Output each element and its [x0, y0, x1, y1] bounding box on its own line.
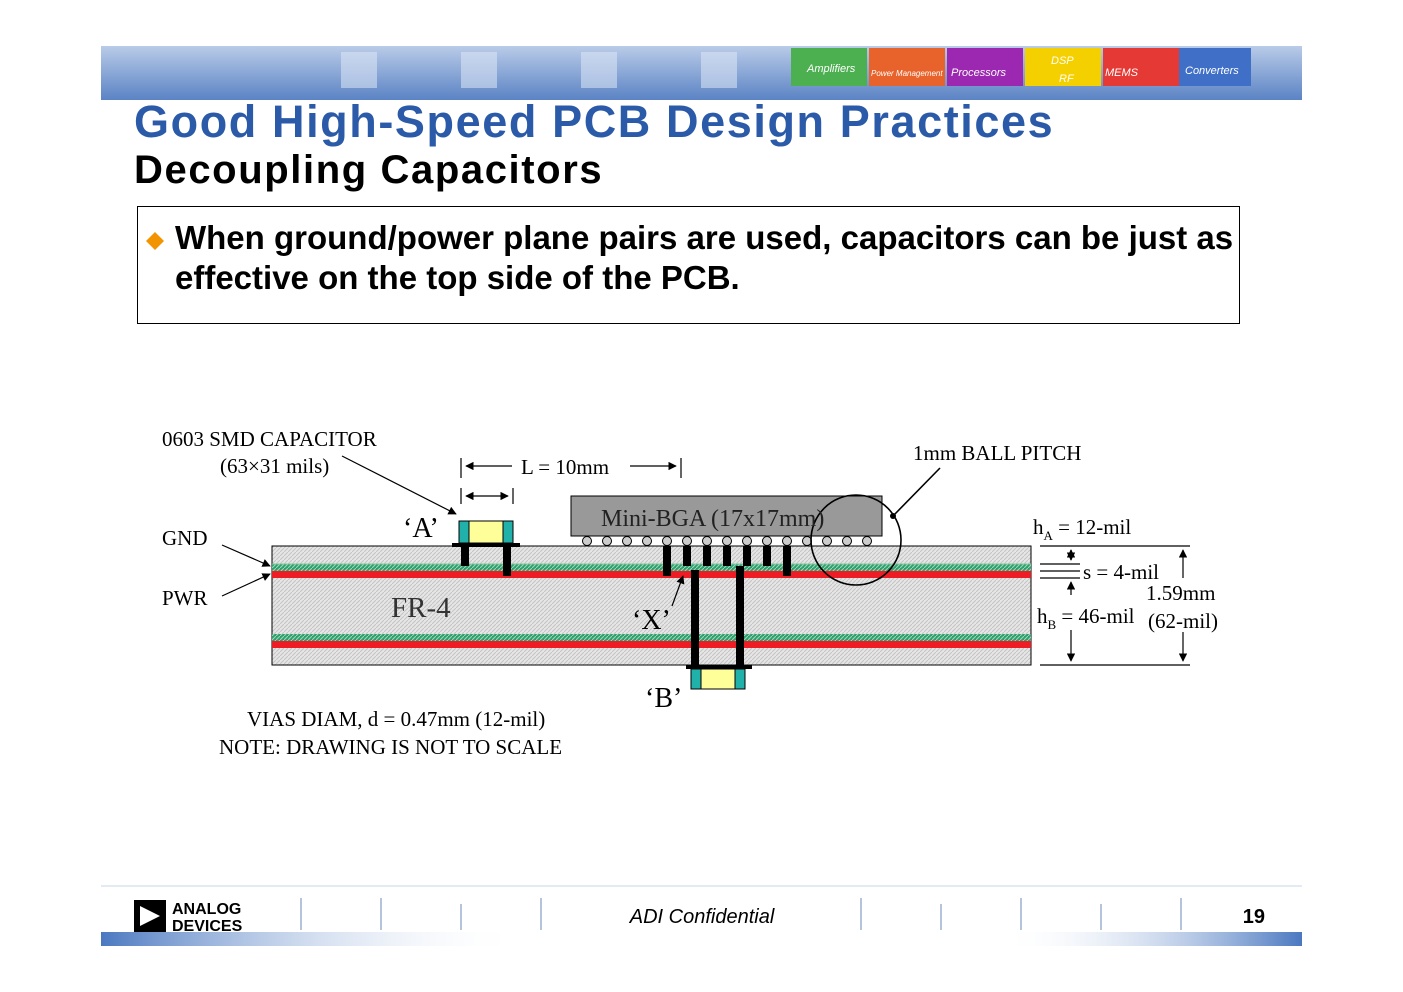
slide-subtitle: Decoupling Capacitors	[134, 148, 604, 192]
banner-label-dsp: DSP	[1051, 55, 1074, 67]
capacitor-b	[686, 665, 752, 690]
header-banner: Amplifiers Power Management Processors D…	[101, 46, 1302, 100]
confidential-label: ADI Confidential	[629, 906, 775, 928]
pwr-plane-top	[272, 571, 1031, 578]
bullet-box	[137, 206, 1240, 324]
orange-diamond-icon	[146, 232, 164, 250]
length-label: L = 10mm	[521, 455, 609, 479]
page-number: 19	[1242, 906, 1265, 928]
ball-pitch-label: 1mm BALL PITCH	[913, 441, 1081, 465]
vias-note: VIAS DIAM, d = 0.47mm (12-mil)	[247, 707, 545, 731]
bga-vias	[663, 546, 791, 576]
footer-bar	[101, 885, 1302, 946]
thickness-mm-label: 1.59mm	[1146, 581, 1215, 605]
scale-note: NOTE: DRAWING IS NOT TO SCALE	[219, 735, 562, 759]
gnd-plane-top	[272, 564, 1031, 571]
hb-label: hB = 46-mil	[1037, 604, 1135, 632]
pwr-label: PWR	[162, 586, 208, 610]
banner-label-amplifiers: Amplifiers	[806, 63, 856, 75]
point-x-label: ‘X’	[632, 605, 671, 636]
ha-label: hA = 12-mil	[1033, 515, 1131, 543]
banner-label-processors: Processors	[951, 67, 1007, 79]
logo-line-2: DEVICES	[172, 918, 243, 934]
gnd-pointer	[221, 544, 271, 567]
banner-label-power: Power Management	[871, 69, 943, 78]
banner-label-converters: Converters	[1185, 65, 1239, 77]
gnd-label: GND	[162, 526, 208, 550]
thickness-mil-label: (62-mil)	[1148, 609, 1218, 633]
capacitor-label-2: (63×31 mils)	[220, 454, 329, 478]
gnd-plane-bottom	[272, 634, 1031, 641]
pwr-plane-bottom	[272, 641, 1031, 648]
point-b-label: ‘B’	[645, 683, 682, 714]
thickness-dimensions	[1040, 545, 1190, 666]
bullet-text: When ground/power plane pairs are used, …	[175, 219, 1234, 296]
bga-balls	[582, 536, 872, 546]
banner-label-rf: RF	[1059, 73, 1075, 85]
bga-label: Mini-BGA (17x17mm)	[601, 506, 824, 532]
through-vias	[691, 566, 744, 670]
capacitor-a	[452, 520, 520, 576]
analog-devices-logo: ANALOG DEVICES	[134, 898, 250, 939]
banner-label-mems: MEMS	[1105, 67, 1139, 79]
length-dimension	[460, 458, 682, 504]
capacitor-pointer	[341, 455, 457, 515]
s-label: s = 4-mil	[1083, 560, 1159, 584]
capacitor-label-1: 0603 SMD CAPACITOR	[162, 427, 377, 451]
pcb-cross-section-diagram: 0603 SMD CAPACITOR (63×31 mils) L = 10mm…	[162, 427, 1218, 759]
ball-pitch-circle	[810, 494, 902, 586]
pwr-pointer	[221, 573, 271, 597]
x-pointer	[671, 575, 685, 607]
point-a-label: ‘A’	[403, 513, 439, 544]
logo-line-1: ANALOG	[172, 901, 241, 918]
slide-title: Good High-Speed PCB Design Practices	[134, 96, 1055, 147]
fr4-label: FR-4	[391, 592, 451, 624]
